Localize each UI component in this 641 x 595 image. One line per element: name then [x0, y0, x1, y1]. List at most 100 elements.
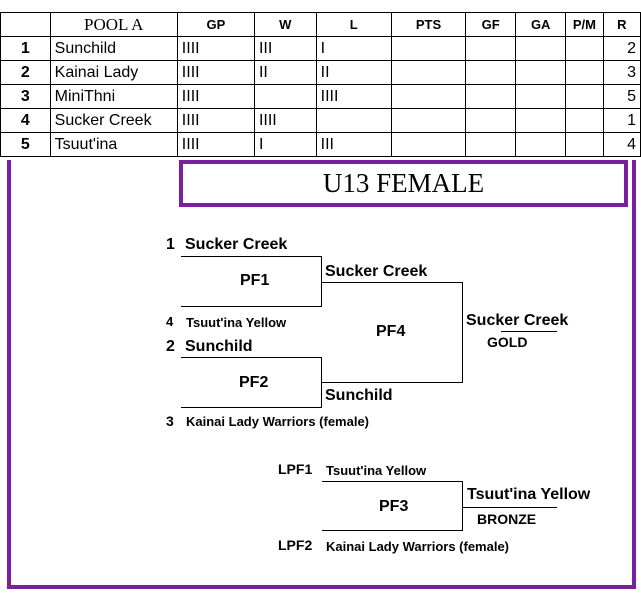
seed2-team: Sunchild — [185, 338, 253, 355]
w-tally: I — [253, 132, 317, 157]
w-tally: II — [253, 60, 317, 85]
ga-cell — [515, 108, 567, 133]
table-header-row: POOL A GP W L PTS GF GA P/M R — [0, 12, 641, 37]
w-tally: III — [253, 36, 317, 61]
gp-tally: IIII — [176, 60, 255, 85]
gf-cell — [465, 84, 517, 109]
pf4-label: PF4 — [376, 323, 406, 340]
header-pts: PTS — [390, 12, 467, 37]
pts-cell — [390, 36, 467, 61]
bronze-label: BRONZE — [477, 511, 537, 527]
table-row: 2 Kainai Lady IIII II II 3 — [0, 60, 641, 85]
gold-line — [501, 331, 557, 332]
seed1-line — [181, 256, 321, 257]
table-row: 4 Sucker Creek IIII IIII 1 — [0, 108, 641, 133]
seed2-number: 2 — [166, 338, 175, 355]
pts-cell — [390, 132, 467, 157]
division-title: U13 FEMALE — [179, 160, 628, 207]
row-number: 1 — [0, 36, 51, 61]
seed4-team: Tsuut'ina Yellow — [186, 315, 287, 330]
bronze-line — [463, 507, 557, 508]
pm-cell — [565, 36, 604, 61]
team-name: Sunchild — [49, 36, 178, 61]
ga-cell — [515, 132, 567, 157]
pm-cell — [565, 132, 604, 157]
gf-cell — [465, 132, 517, 157]
gp-tally: IIII — [176, 84, 255, 109]
lpf1-team: Tsuut'ina Yellow — [326, 463, 427, 478]
row-number: 2 — [0, 60, 51, 85]
team-name: Tsuut'ina — [49, 132, 178, 157]
gp-tally: IIII — [176, 36, 255, 61]
seed3-line — [181, 407, 322, 408]
lpf1-label: LPF1 — [278, 461, 313, 477]
lpf2-line — [322, 530, 463, 531]
lpf2-team: Kainai Lady Warriors (female) — [326, 539, 510, 554]
gold-label: GOLD — [487, 334, 528, 350]
rank-cell: 4 — [602, 132, 641, 157]
pool-title: POOL A — [49, 12, 178, 37]
pf1-connector — [321, 256, 322, 307]
header-l: L — [315, 12, 392, 37]
gf-cell — [465, 108, 517, 133]
gf-cell — [465, 36, 517, 61]
pf2-winner: Sunchild — [325, 387, 393, 404]
rank-cell: 2 — [602, 36, 641, 61]
seed2-line — [181, 357, 322, 358]
pf4-connector — [462, 282, 463, 383]
l-tally — [315, 108, 392, 133]
l-tally: IIII — [315, 84, 392, 109]
pf3-connector — [462, 481, 463, 531]
rank-cell: 1 — [602, 108, 641, 133]
header-r: R — [602, 12, 641, 37]
bracket-frame — [7, 160, 636, 589]
l-tally: II — [315, 60, 392, 85]
pm-cell — [565, 84, 604, 109]
row-number: 5 — [0, 132, 51, 157]
seed4-number: 4 — [166, 314, 174, 329]
ga-cell — [515, 36, 567, 61]
seed3-number: 3 — [166, 413, 174, 429]
seed1-team: Sucker Creek — [185, 236, 288, 253]
row-number: 3 — [0, 84, 51, 109]
bronze-winner: Tsuut'ina Yellow — [467, 486, 591, 503]
pf2-label: PF2 — [239, 374, 269, 391]
team-name: Kainai Lady — [49, 60, 178, 85]
pf2-winner-line — [322, 382, 463, 383]
pm-cell — [565, 60, 604, 85]
team-name: Sucker Creek — [49, 108, 178, 133]
gp-tally: IIII — [176, 108, 255, 133]
pf2-connector — [321, 357, 322, 408]
pf1-winner: Sucker Creek — [325, 263, 428, 280]
gold-winner: Sucker Creek — [466, 312, 569, 329]
lpf2-label: LPF2 — [278, 537, 313, 553]
pf3-label: PF3 — [379, 498, 409, 515]
table-row: 1 Sunchild IIII III I 2 — [0, 36, 641, 61]
header-gf: GF — [465, 12, 517, 37]
ga-cell — [515, 84, 567, 109]
rank-cell: 3 — [602, 60, 641, 85]
ga-cell — [515, 60, 567, 85]
row-number: 4 — [0, 108, 51, 133]
table-row: 5 Tsuut'ina IIII I III 4 — [0, 132, 641, 157]
lpf1-line — [322, 481, 463, 482]
rank-cell: 5 — [602, 84, 641, 109]
header-ga: GA — [515, 12, 567, 37]
pts-cell — [390, 108, 467, 133]
pool-standings-table: POOL A GP W L PTS GF GA P/M R 1 Sunchild… — [0, 12, 641, 157]
header-gp: GP — [176, 12, 255, 37]
pts-cell — [390, 84, 467, 109]
pf1-winner-line — [322, 282, 463, 283]
gf-cell — [465, 60, 517, 85]
pm-cell — [565, 108, 604, 133]
seed3-team: Kainai Lady Warriors (female) — [186, 414, 370, 429]
header-blank — [0, 12, 51, 37]
pts-cell — [390, 60, 467, 85]
team-name: MiniThni — [49, 84, 178, 109]
l-tally: I — [315, 36, 392, 61]
w-tally — [253, 84, 317, 109]
l-tally: III — [315, 132, 392, 157]
header-pm: P/M — [565, 12, 604, 37]
seed4-line — [181, 306, 322, 307]
table-row: 3 MiniThni IIII IIII 5 — [0, 84, 641, 109]
